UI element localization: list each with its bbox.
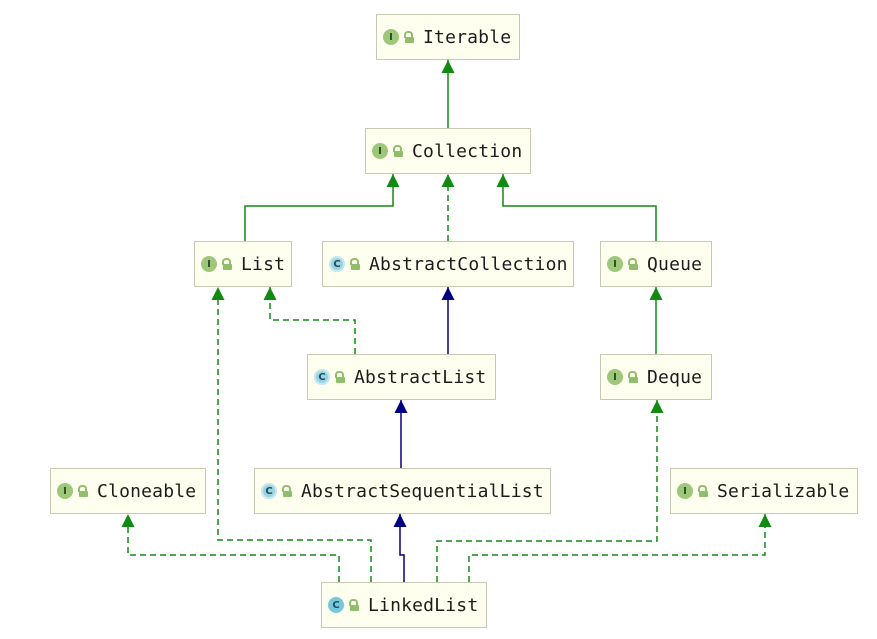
edge-linked-list-to-cloneable: [121, 514, 340, 582]
node-label: AbstractCollection: [369, 253, 568, 275]
node-abstract-sequential-list[interactable]: C AbstractSequentialList: [254, 468, 551, 514]
edge-linked-list-to-serializable: [468, 514, 772, 582]
public-lock-icon: [627, 371, 638, 383]
public-lock-icon: [403, 31, 414, 43]
edge-linked-list-to-list: [211, 287, 372, 582]
edge-linked-list-to-deque: [436, 400, 664, 582]
public-lock-icon: [221, 258, 232, 270]
node-deque[interactable]: I Deque: [600, 354, 712, 400]
node-label: Serializable: [717, 480, 850, 502]
edge-queue-to-collection: [496, 174, 657, 241]
node-abstract-list[interactable]: C AbstractList: [307, 354, 496, 400]
node-linked-list[interactable]: C LinkedList: [321, 582, 487, 628]
abstract-class-icon: C: [314, 369, 330, 385]
node-label: List: [241, 253, 286, 275]
public-lock-icon: [77, 485, 88, 497]
node-label: AbstractSequentialList: [301, 480, 544, 502]
public-lock-icon: [348, 599, 359, 611]
interface-icon: I: [372, 143, 388, 159]
public-lock-icon: [627, 258, 638, 270]
public-lock-icon: [334, 371, 345, 383]
node-label: Deque: [647, 366, 703, 388]
node-collection[interactable]: I Collection: [365, 128, 531, 174]
edge-abstract-list-to-list: [263, 287, 356, 354]
node-label: Collection: [412, 140, 523, 162]
public-lock-icon: [697, 485, 708, 497]
node-abstract-collection[interactable]: C AbstractCollection: [322, 241, 574, 287]
public-lock-icon: [281, 485, 292, 497]
node-iterable[interactable]: I Iterable: [376, 14, 520, 60]
interface-icon: I: [677, 483, 693, 499]
edge-linked-list-to-abstract-sequential-list: [393, 514, 407, 582]
edge-list-to-collection: [244, 174, 400, 241]
node-label: Cloneable: [97, 480, 197, 502]
interface-icon: I: [383, 29, 399, 45]
node-serializable[interactable]: I Serializable: [670, 468, 858, 514]
public-lock-icon: [349, 258, 360, 270]
interface-icon: I: [607, 256, 623, 272]
node-label: Iterable: [423, 26, 512, 48]
node-label: Queue: [647, 253, 703, 275]
node-label: LinkedList: [368, 594, 479, 616]
node-list[interactable]: I List: [194, 241, 292, 287]
abstract-class-icon: C: [261, 483, 277, 499]
interface-icon: I: [57, 483, 73, 499]
public-lock-icon: [392, 145, 403, 157]
abstract-class-icon: C: [329, 256, 345, 272]
node-queue[interactable]: I Queue: [600, 241, 712, 287]
interface-icon: I: [607, 369, 623, 385]
class-icon: C: [328, 597, 344, 613]
node-cloneable[interactable]: I Cloneable: [50, 468, 206, 514]
interface-icon: I: [201, 256, 217, 272]
node-label: AbstractList: [354, 366, 487, 388]
